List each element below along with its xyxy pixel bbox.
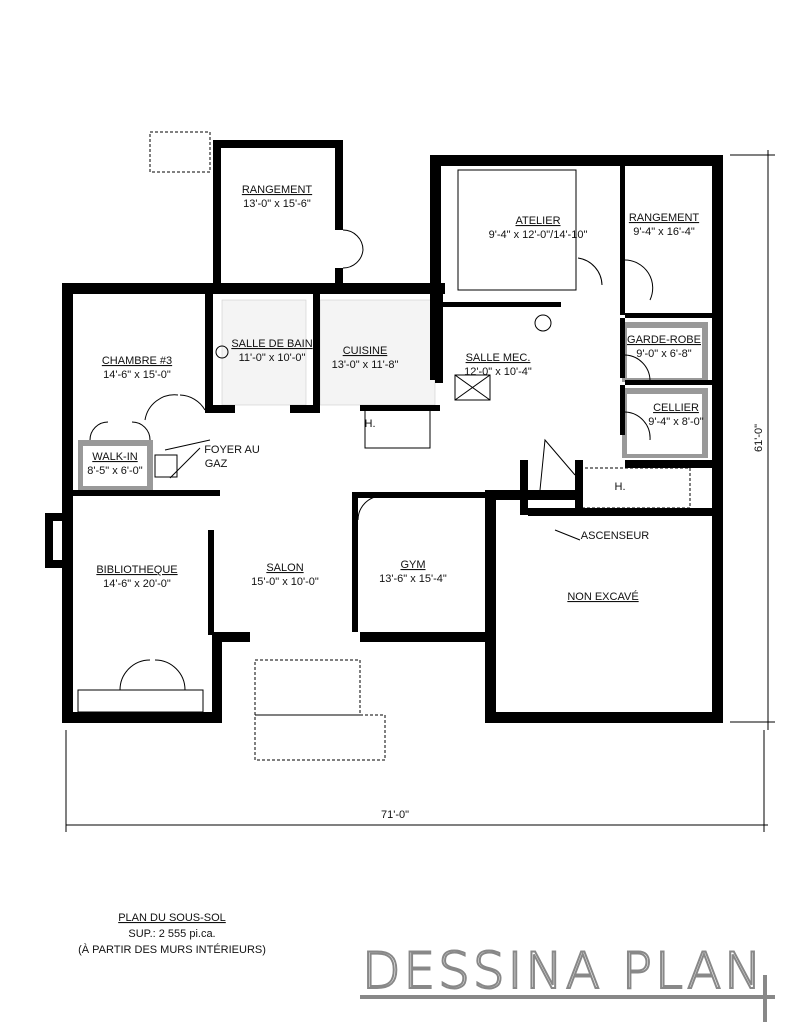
plan-title: PLAN DU SOUS-SOL — [118, 912, 226, 924]
room-garde-robe-dim: 9'-0" x 6'-8" — [636, 348, 692, 360]
foyer-label-1: FOYER AU — [204, 444, 260, 456]
room-rangement-1-dim: 13'-0" x 15'-6" — [243, 198, 311, 210]
room-salle-mec-dim: 12'-0" x 10'-4" — [464, 366, 532, 378]
room-cuisine-name: CUISINE — [343, 345, 388, 357]
room-cellier-dim: 9'-4" x 8'-0" — [648, 416, 704, 428]
dessina-plan-logo: DESSINA PLAN — [360, 941, 775, 1022]
room-bibliotheque-name: BIBLIOTHEQUE — [96, 564, 177, 576]
room-salle-de-bain-dim: 11'-0" x 10'-0" — [239, 352, 306, 364]
room-gym-name: GYM — [400, 559, 425, 571]
room-atelier-dim: 9'-4" x 12'-0"/14'-10" — [489, 229, 588, 241]
room-bibliotheque-dim: 14'-6" x 20'-0" — [103, 578, 171, 590]
room-rangement-2-name: RANGEMENT — [629, 212, 700, 224]
dimension-lines — [65, 150, 775, 832]
room-chambre-3-name: CHAMBRE #3 — [102, 355, 172, 367]
room-atelier-name: ATELIER — [515, 215, 560, 227]
room-salle-mec-name: SALLE MEC. — [466, 352, 531, 364]
walls — [45, 140, 723, 723]
stair-label-1: H. — [365, 418, 376, 430]
room-rangement-1-name: RANGEMENT — [242, 184, 313, 196]
tile-floors — [221, 299, 436, 406]
plan-note: (À PARTIR DES MURS INTÉRIEURS) — [78, 943, 266, 956]
fixtures-and-doors — [77, 131, 691, 761]
room-chambre-3-dim: 14'-6" x 15'-0" — [103, 369, 171, 381]
depth-dimension: 61'-0" — [753, 424, 765, 452]
room-walk-in-name: WALK-IN — [92, 451, 137, 463]
room-cellier-name: CELLIER — [653, 402, 699, 414]
ascenseur-label: ASCENSEUR — [581, 530, 650, 542]
room-gym-dim: 13'-6" x 15'-4" — [379, 573, 447, 585]
plan-area: SUP.: 2 555 pi.ca. — [128, 928, 215, 940]
room-rangement-2-dim: 9'-4" x 16'-4" — [633, 226, 695, 238]
stair-label-2: H. — [615, 481, 626, 493]
room-salle-de-bain-name: SALLE DE BAIN — [231, 338, 312, 350]
room-cuisine-dim: 13'-0" x 11'-8" — [332, 359, 399, 371]
width-dimension: 71'-0" — [381, 809, 409, 821]
room-walk-in-dim: 8'-5" x 6'-0" — [87, 465, 143, 477]
svg-text:DESSINA PLAN: DESSINA PLAN — [362, 942, 765, 1000]
foyer-label-2: GAZ — [205, 458, 228, 470]
room-salon-name: SALON — [266, 562, 303, 574]
room-garde-robe-name: GARDE-ROBE — [627, 334, 701, 346]
room-salon-dim: 15'-0" x 10'-0" — [251, 576, 319, 588]
room-labels: RANGEMENT 13'-0" x 15'-6" ATELIER 9'-4" … — [87, 184, 704, 603]
room-non-excave-name: NON EXCAVÉ — [567, 590, 638, 603]
